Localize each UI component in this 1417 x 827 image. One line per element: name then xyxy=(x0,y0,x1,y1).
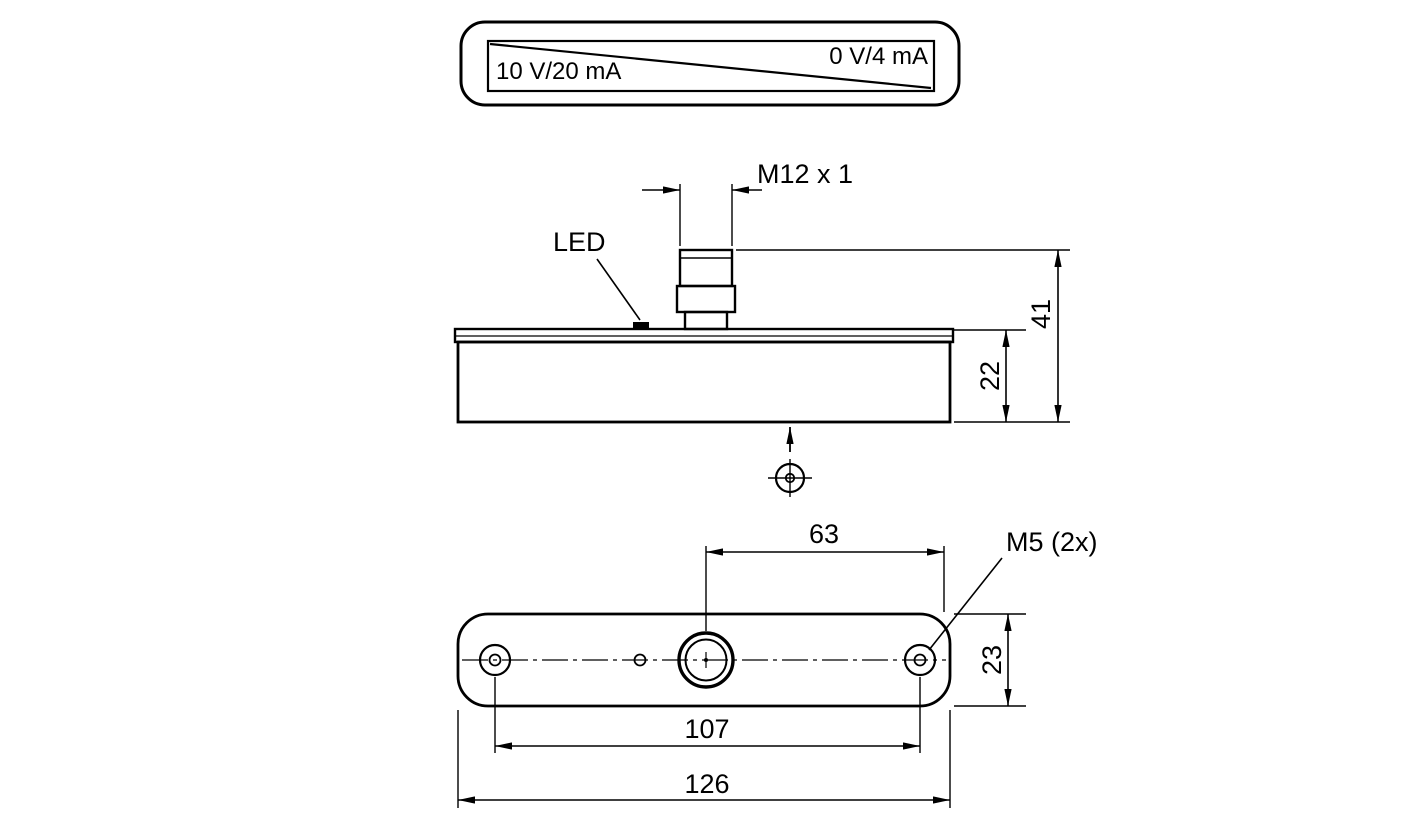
scale-left-label: 10 V/20 mA xyxy=(496,58,621,85)
connector-neck xyxy=(683,310,729,331)
scale-inner-frame xyxy=(486,39,936,93)
dim-126-value: 126 xyxy=(684,769,729,799)
output-scale-indicator: 10 V/20 mA 0 V/4 mA xyxy=(459,20,961,107)
mounting-hole-right-outer xyxy=(903,643,937,677)
mounting-hole-right xyxy=(903,643,937,677)
connector-collar xyxy=(675,284,737,314)
bottom-view: 63 M5 (2x) 23 107 126 xyxy=(456,519,1098,808)
dim-63-value: 63 xyxy=(809,519,839,549)
reference-axis-icon xyxy=(768,459,812,497)
led-label: LED xyxy=(553,227,606,257)
reference-axis-inner-circle xyxy=(784,472,796,484)
sensing-direction xyxy=(768,427,812,497)
dim-22-value: 22 xyxy=(975,361,1005,391)
m12-connector xyxy=(675,248,737,331)
dim-23-value: 23 xyxy=(977,645,1007,675)
dimension-23: 23 xyxy=(954,613,1026,707)
dimension-heights: 22 41 xyxy=(736,249,1070,423)
dim-41-value: 41 xyxy=(1026,299,1056,329)
scale-wedge-diagonal xyxy=(489,42,932,90)
pilot-hole xyxy=(633,653,647,667)
mounting-thread-callout: M5 (2x) xyxy=(928,527,1098,651)
mounting-hole-right-inner xyxy=(913,653,927,667)
scale-outer-frame xyxy=(459,20,961,107)
dimension-107: 107 xyxy=(494,677,921,753)
mounting-hole-left-outer xyxy=(478,643,512,677)
center-hole-dot xyxy=(704,658,708,662)
housing-body xyxy=(456,340,952,424)
led-indicator: LED xyxy=(553,227,649,329)
footprint-outline xyxy=(456,612,952,708)
center-hole xyxy=(677,631,735,689)
connector-cap xyxy=(678,248,734,288)
center-hole-inner xyxy=(684,638,728,682)
dimension-m12: M12 x 1 xyxy=(642,159,853,246)
mounting-thread-label: M5 (2x) xyxy=(1006,527,1098,557)
dim-107-value: 107 xyxy=(684,714,729,744)
connector-thread-label: M12 x 1 xyxy=(757,159,853,189)
side-view: LED M12 x 1 22 41 xyxy=(453,159,1070,497)
center-hole-outer xyxy=(677,631,735,689)
dimension-63: 63 xyxy=(705,519,945,631)
mounting-thread-leader xyxy=(928,557,1003,651)
dimension-126: 126 xyxy=(457,710,951,808)
led-leader-line xyxy=(596,258,641,321)
mounting-hole-left-inner xyxy=(488,653,502,667)
led-mark xyxy=(633,322,649,329)
scale-right-label: 0 V/4 mA xyxy=(829,43,928,70)
mounting-hole-left xyxy=(478,643,512,677)
